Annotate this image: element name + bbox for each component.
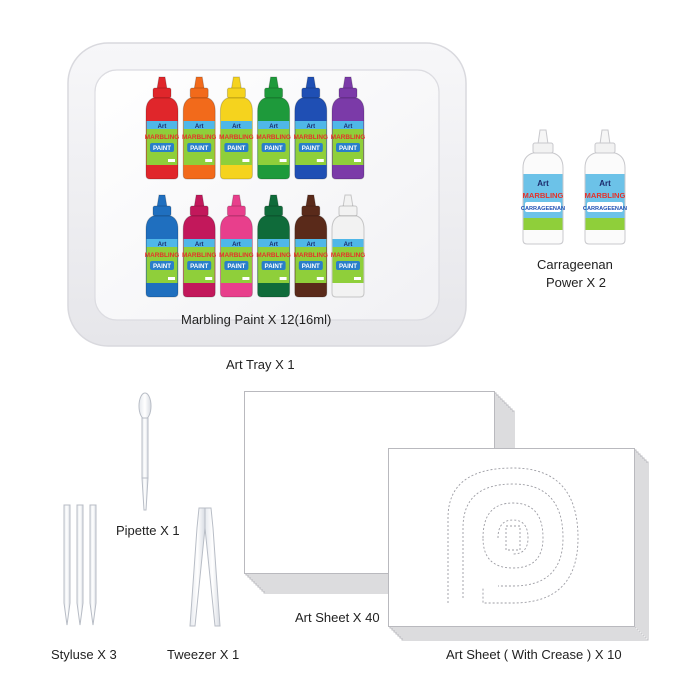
- bottle-label-title: MARBLING: [294, 252, 328, 259]
- bottle-label-title: MARBLING: [331, 134, 365, 141]
- styluse-label: Styluse X 3: [51, 647, 117, 662]
- art-sheet-label: Art Sheet X 40: [295, 610, 380, 625]
- bottle-label-type: PAINT: [265, 145, 283, 152]
- bottle-label-title: MARBLING: [294, 134, 328, 141]
- carrageenan-label-title: MARBLING: [585, 191, 626, 200]
- bottle-label-brand: Art: [195, 242, 204, 248]
- carrageenan-label-line2: Power X 2: [546, 275, 606, 290]
- bottle-label-brand: Art: [195, 124, 204, 130]
- bottle-label-type: PAINT: [153, 263, 171, 270]
- bottle-label-brand: Art: [269, 242, 278, 248]
- bottle-label-type: PAINT: [265, 263, 283, 270]
- bottle-label-brand: Art: [344, 124, 353, 130]
- bottle-label-type: PAINT: [339, 263, 357, 270]
- bottle-label-type: PAINT: [153, 145, 171, 152]
- bottle-label-title: MARBLING: [219, 252, 253, 259]
- bottle-label-title: MARBLING: [331, 252, 365, 259]
- bottle-label-brand: Art: [344, 242, 353, 248]
- bottle-label-title: MARBLING: [182, 134, 216, 141]
- pipette-label: Pipette X 1: [116, 523, 180, 538]
- art-sheet-crease-label: Art Sheet ( With Crease ) X 10: [446, 647, 622, 662]
- bottle-label-type: PAINT: [190, 145, 208, 152]
- bottle-label-brand: Art: [232, 242, 241, 248]
- bottle-label-title: MARBLING: [145, 252, 179, 259]
- bottle-label-brand: Art: [232, 124, 241, 130]
- bottle-label-type: PAINT: [227, 263, 245, 270]
- bottle-label-brand: Art: [306, 242, 315, 248]
- stylus-icon: [60, 503, 104, 628]
- bottle-label-title: MARBLING: [256, 252, 290, 259]
- bottle-label-title: MARBLING: [182, 252, 216, 259]
- carrageenan-label-type: CARRAGEENAN: [583, 206, 627, 212]
- bottle-label-type: PAINT: [339, 145, 357, 152]
- tweezer-icon: [185, 506, 225, 634]
- carrageenan-label-title: MARBLING: [523, 191, 564, 200]
- carrageenan-label-brand: Art: [537, 179, 549, 188]
- bottle-label-title: MARBLING: [219, 134, 253, 141]
- bottle-label-type: PAINT: [302, 263, 320, 270]
- bottle-label-type: PAINT: [190, 263, 208, 270]
- bottle-label-brand: Art: [158, 242, 167, 248]
- carrageenan-label-brand: Art: [599, 179, 611, 188]
- pipette-icon: [134, 392, 156, 514]
- bottle-label-brand: Art: [306, 124, 315, 130]
- art-sheet-crease-stack: [388, 448, 653, 643]
- art-tray-label: Art Tray X 1: [226, 357, 295, 372]
- carrageenan-label-type: CARRAGEENAN: [521, 206, 565, 212]
- marbling-paint-label: Marbling Paint X 12(16ml): [181, 312, 332, 327]
- bottle-label-brand: Art: [269, 124, 278, 130]
- bottle-label-title: MARBLING: [145, 134, 179, 141]
- bottle-label-title: MARBLING: [256, 134, 290, 141]
- bottle-label-type: PAINT: [227, 145, 245, 152]
- tweezer-label: Tweezer X 1: [167, 647, 240, 662]
- carrageenan-label-line1: Carrageenan: [537, 257, 613, 272]
- bottle-label-brand: Art: [158, 124, 167, 130]
- bottle-label-type: PAINT: [302, 145, 320, 152]
